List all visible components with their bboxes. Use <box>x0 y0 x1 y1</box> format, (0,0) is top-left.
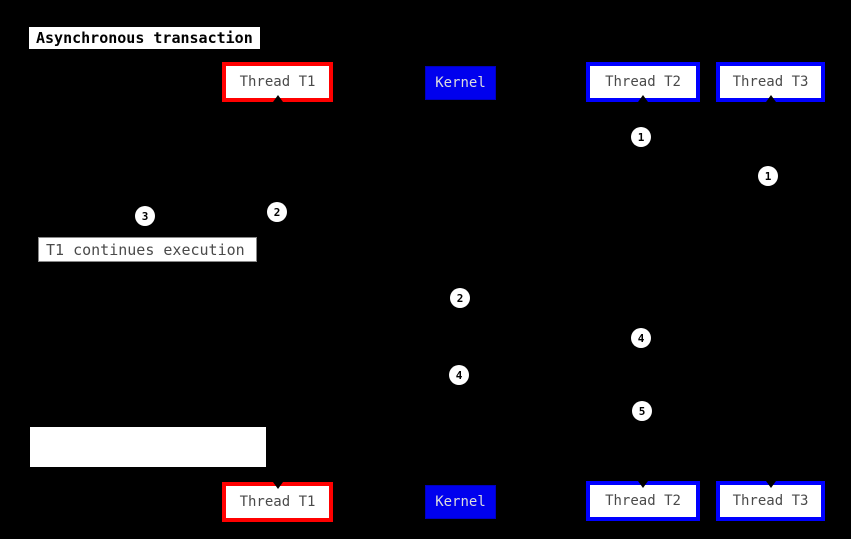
lifeline-notch <box>638 95 648 102</box>
lifeline-thread-t1 <box>276 102 278 482</box>
step-marker-2-kernel: 2 <box>450 288 470 308</box>
participant-label: Thread T2 <box>605 74 681 90</box>
step-marker-5-thread-t2: 5 <box>632 401 652 421</box>
participant-label: Thread T3 <box>732 74 809 90</box>
participant-thread-t1-bottom: Thread T1 <box>222 482 333 522</box>
lifeline-notch <box>765 481 776 488</box>
lifeline-notch <box>272 482 283 489</box>
participant-thread-t1-top: Thread T1 <box>222 62 333 102</box>
step-marker-1-thread-t3: 1 <box>758 166 778 186</box>
participant-label: Kernel <box>435 75 486 91</box>
participant-kernel-top: Kernel <box>425 66 496 100</box>
participant-label: Thread T2 <box>605 493 681 509</box>
blank-note-box <box>30 427 266 467</box>
lifeline-notch <box>272 95 283 102</box>
step-marker-3-thread-t1: 3 <box>135 206 155 226</box>
participant-label: Kernel <box>435 494 486 510</box>
participant-thread-t3-top: Thread T3 <box>716 62 825 102</box>
participant-thread-t2-top: Thread T2 <box>586 62 700 102</box>
note-t1-continues-execution: T1 continues execution <box>38 237 257 262</box>
participant-thread-t2-bottom: Thread T2 <box>586 481 700 521</box>
participant-thread-t3-bottom: Thread T3 <box>716 481 825 521</box>
lifeline-notch <box>765 95 776 102</box>
diagram-title: Asynchronous transaction <box>28 26 261 50</box>
participant-label: Thread T1 <box>239 74 316 90</box>
lifeline-thread-t3 <box>769 102 771 481</box>
lifeline-thread-t2 <box>641 102 643 481</box>
lifeline-notch <box>638 481 648 488</box>
step-marker-4-kernel: 4 <box>449 365 469 385</box>
participant-label: Thread T3 <box>732 493 809 509</box>
step-marker-1-thread-t2: 1 <box>631 127 651 147</box>
participant-label: Thread T1 <box>239 494 316 510</box>
participant-kernel-bottom: Kernel <box>425 485 496 519</box>
step-marker-4-thread-t2: 4 <box>631 328 651 348</box>
step-marker-2-thread-t1: 2 <box>267 202 287 222</box>
